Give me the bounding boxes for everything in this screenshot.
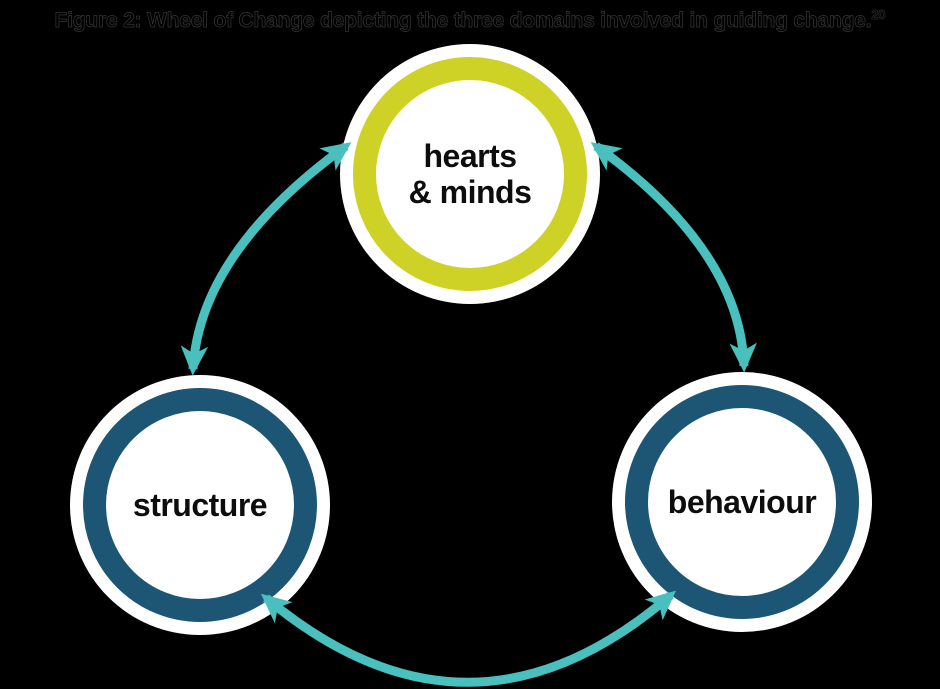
figure-citation-superscript: 20 (871, 7, 886, 23)
behaviour-ring: behaviour (625, 385, 859, 619)
arrow-structure-behaviour (260, 590, 677, 687)
figure-title: Figure 2: Wheel of Change depicting the … (0, 7, 940, 33)
hearts-minds-label: hearts & minds (408, 137, 532, 210)
structure-ring: structure (83, 388, 317, 622)
node-behaviour: behaviour (612, 372, 872, 632)
node-structure: structure (70, 375, 330, 635)
behaviour-label: behaviour (667, 483, 817, 520)
figure-title-text: Figure 2: Wheel of Change depicting the … (54, 9, 872, 33)
structure-label: structure (132, 486, 268, 523)
hearts-minds-ring: hearts & minds (353, 57, 587, 291)
arrow-hearts-structure (180, 142, 352, 376)
node-hearts-minds: hearts & minds (340, 44, 600, 304)
arrow-hearts-behaviour (590, 142, 757, 373)
